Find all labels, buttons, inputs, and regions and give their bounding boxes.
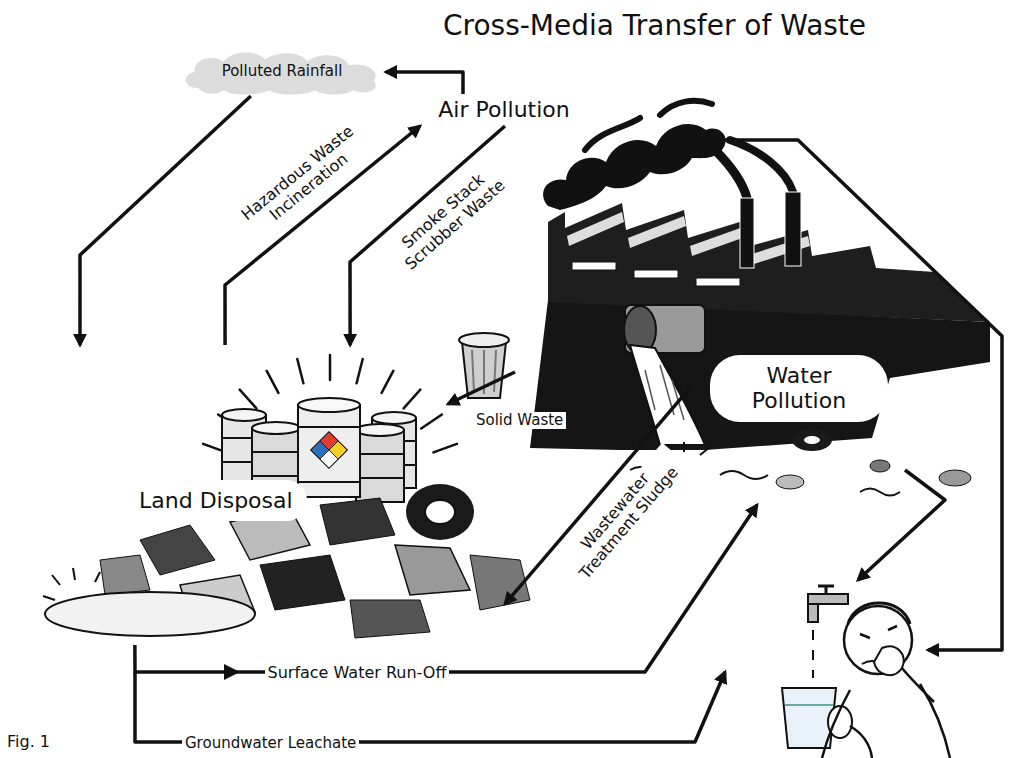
water-wave <box>720 471 768 479</box>
roof-face <box>628 216 686 248</box>
factory-window <box>572 262 616 270</box>
hazard-diamond <box>311 432 347 468</box>
flow-arrow <box>386 72 463 94</box>
barrel <box>356 430 404 502</box>
tire <box>792 429 832 451</box>
closed-eyes <box>860 626 897 638</box>
rock <box>870 460 890 472</box>
barrel-bands <box>252 452 300 476</box>
hazard-white <box>320 450 338 468</box>
node-text: Polluted Rainfall <box>222 63 343 80</box>
label-holder: Smoke Stack Scrubber Waste <box>367 200 532 237</box>
flow-label: Smoke Stack Scrubber Waste <box>375 150 523 287</box>
node-text: Land Disposal <box>125 480 307 521</box>
flow-label: Groundwater Leachate <box>182 735 359 752</box>
smoke-wisp <box>660 101 712 115</box>
tire <box>406 484 474 540</box>
water-node: Water Pollution <box>690 350 1000 505</box>
debris <box>100 555 150 595</box>
land-node: Land Disposal <box>40 345 505 645</box>
label-holder: Surface Water Run-Off <box>265 663 450 682</box>
trash-lid <box>459 333 509 347</box>
factory-window <box>696 278 740 286</box>
rock <box>776 475 804 489</box>
water-wave <box>860 489 900 496</box>
smoke-wisp <box>585 118 640 150</box>
solid-waste-arrow <box>448 372 515 404</box>
node-text: Air Pollution <box>438 97 569 122</box>
faucet-pipe <box>808 594 848 604</box>
chimney <box>785 192 801 266</box>
debris <box>320 498 395 545</box>
cloud-outline <box>186 53 376 95</box>
faucet-handle <box>818 586 834 594</box>
label-holder: Cross-Media Transfer of Waste <box>440 10 869 42</box>
flow-label: Surface Water Run-Off <box>265 664 450 682</box>
barrel-bands <box>356 454 404 478</box>
barrel-bands <box>298 427 360 482</box>
tire-hole <box>804 436 820 444</box>
barrel-top <box>298 398 360 412</box>
glass-water-level <box>785 704 833 706</box>
smoke-cloud <box>543 124 726 210</box>
rock <box>939 470 971 486</box>
water-drops <box>812 630 814 678</box>
debris <box>260 555 345 610</box>
trash-can <box>462 342 506 398</box>
faucet-spout <box>808 604 818 622</box>
puddle <box>45 592 255 636</box>
debris <box>395 545 470 595</box>
factory-ground <box>530 300 990 450</box>
barrel-top <box>356 424 404 436</box>
flow-label: Hazardous Waste Incineration <box>227 113 378 246</box>
arm <box>902 668 934 702</box>
barrel <box>298 405 360 497</box>
debris <box>470 555 530 610</box>
water-to-drinker-arrow <box>858 470 945 580</box>
cloud-node: Polluted Rainfall <box>178 48 386 96</box>
flow-arrow <box>135 505 757 672</box>
chimney-smoke <box>715 150 747 198</box>
roof-face <box>690 226 748 256</box>
pollution-node: Air Pollution <box>420 94 588 126</box>
barrel-top <box>252 422 300 434</box>
flow-label: Solid Waste <box>473 412 566 429</box>
tire-hole <box>425 500 455 524</box>
groundwater-arrow <box>135 672 725 742</box>
diagram-title: Cross-Media Transfer of Waste <box>440 10 869 42</box>
chimney-smoke <box>730 140 793 192</box>
rain-splash <box>43 568 100 600</box>
debris <box>350 600 430 638</box>
pinching-hand <box>874 646 904 675</box>
outflow-streak <box>645 365 684 420</box>
node-text: Water Pollution <box>710 355 888 422</box>
label-holder: Groundwater Leachate <box>182 733 359 752</box>
barrel-top <box>222 409 266 421</box>
outflow <box>630 345 705 445</box>
barrel-top <box>372 412 416 424</box>
hair <box>848 603 910 624</box>
arm <box>850 726 872 758</box>
debris <box>140 525 215 575</box>
factory-window <box>634 270 678 278</box>
label-holder: Fig. 1 <box>4 732 53 751</box>
roof-face <box>567 212 624 246</box>
label-holder: Wastewater Treatment Sludge <box>540 499 705 536</box>
chimney <box>740 198 754 268</box>
figure-caption: Fig. 1 <box>4 733 53 751</box>
body <box>822 684 950 758</box>
label-holder: Solid Waste <box>473 410 566 429</box>
label-holder: Hazardous Waste Incineration <box>221 162 386 199</box>
